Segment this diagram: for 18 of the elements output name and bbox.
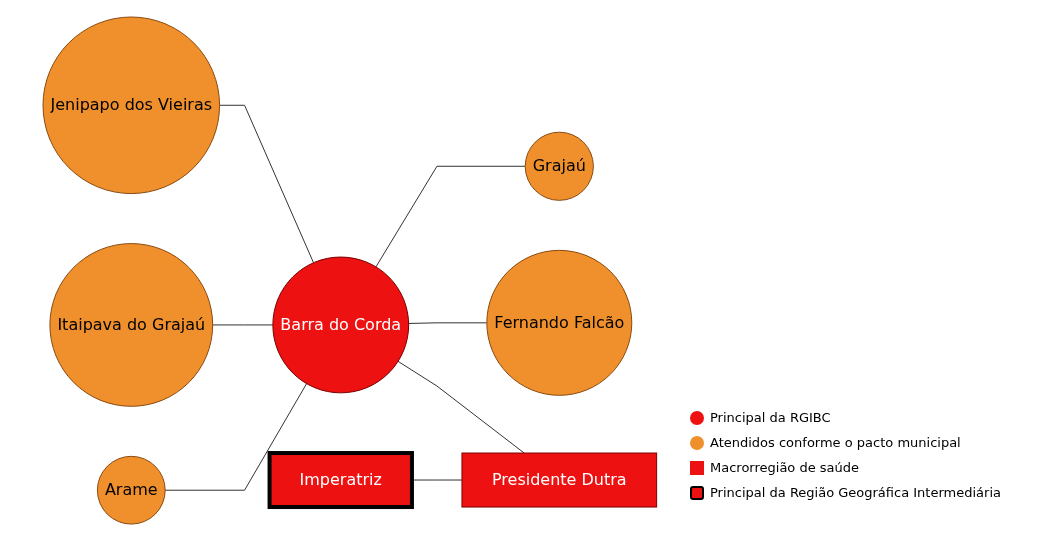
connector <box>164 383 308 492</box>
node-box: Imperatriz <box>267 451 415 510</box>
connector <box>397 361 525 454</box>
node-circle: Itaipava do Grajaú <box>49 243 214 408</box>
connector <box>408 322 488 325</box>
node-circle: Barra do Corda <box>272 257 410 394</box>
node-circle: Jenipapo dos Vieiras <box>42 16 221 195</box>
connector <box>375 166 526 268</box>
connector <box>219 105 315 264</box>
legend-text: Principal da Região Geográfica Intermediária <box>710 485 1001 500</box>
legend-text: Principal da RGIBC <box>710 410 831 425</box>
node-box: Presidente Dutra <box>461 453 658 508</box>
connector <box>212 324 274 326</box>
node-circle: Grajaú <box>524 132 595 202</box>
node-circle: Arame <box>97 456 166 526</box>
legend-text: Macrorregião de saúde <box>710 460 860 475</box>
node-circle: Fernando Falcão <box>486 250 633 397</box>
legend-text: Atendidos conforme o pacto municipal <box>710 435 961 450</box>
